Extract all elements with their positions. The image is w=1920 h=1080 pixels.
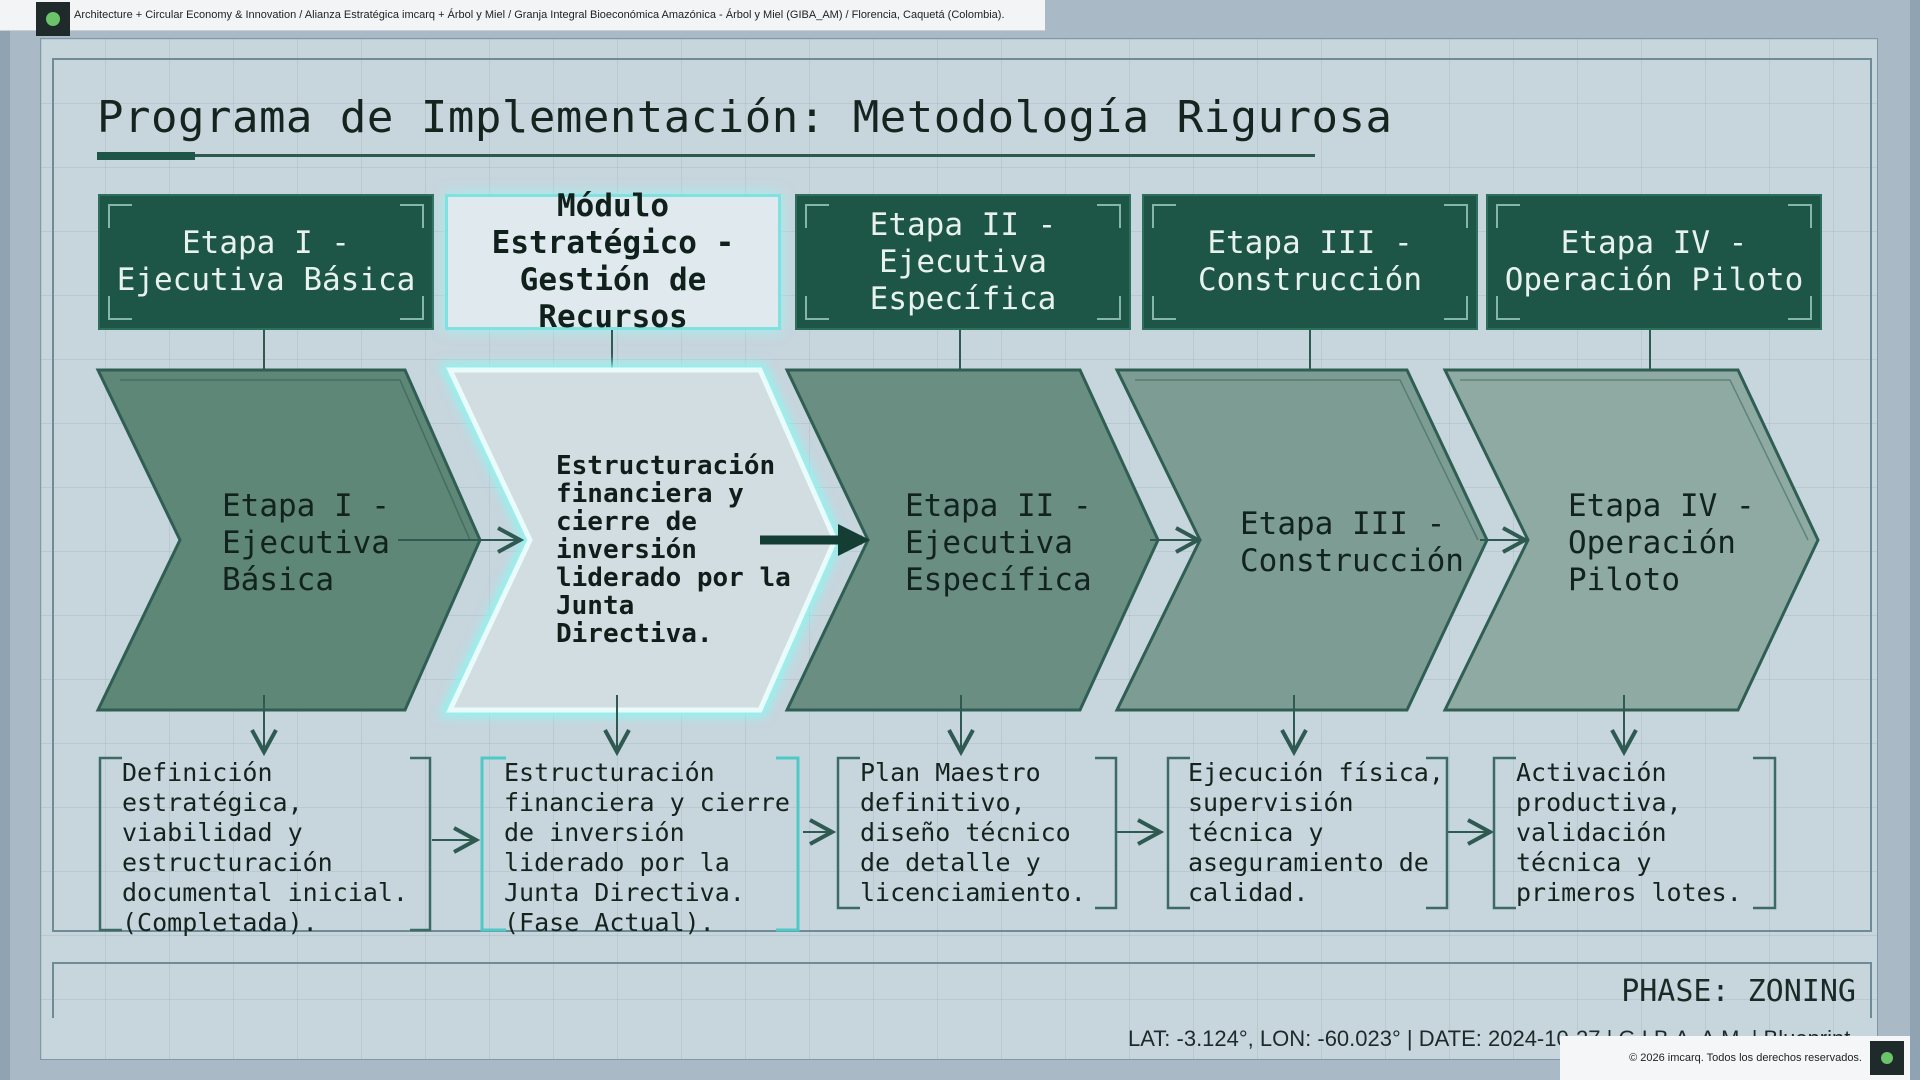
page-title: Programa de Implementación: Metodología …	[97, 92, 1393, 143]
stage-description-1: Definición estratégica, viabilidad y est…	[122, 758, 408, 937]
bottom-panel-line	[52, 962, 1872, 1018]
leaf-logo-icon	[36, 2, 70, 36]
leaf-logo-icon	[1870, 1041, 1904, 1075]
stage-header-1: Etapa I - Ejecutiva Básica	[98, 194, 434, 330]
stage-header-3-label: Etapa II - Ejecutiva Específica	[869, 206, 1057, 317]
title-underline	[97, 154, 1315, 157]
stage-description-3: Plan Maestro definitivo, diseño técnico …	[860, 758, 1086, 907]
phase-label: PHASE: ZONING	[1621, 974, 1856, 1009]
copyright-notice: © 2026 imcarq. Todos los derechos reserv…	[1560, 1036, 1910, 1080]
title-accent	[97, 152, 195, 160]
inner-frame-line	[52, 58, 1872, 932]
stage-header-1-label: Etapa I - Ejecutiva Básica	[116, 225, 416, 298]
chevron-label-3: Etapa II - Ejecutiva Específica	[905, 488, 1092, 598]
stage-header-2: Módulo Estratégico - Gestión de Recursos	[445, 188, 781, 335]
stage-header-5-label: Etapa IV - Operación Piloto	[1504, 225, 1804, 298]
breadcrumb: Architecture + Circular Economy & Innova…	[74, 9, 1005, 21]
stage-header-3: Etapa II - Ejecutiva Específica	[795, 194, 1131, 330]
chevron-label-5: Etapa IV - Operación Piloto	[1568, 488, 1755, 598]
stage-description-4: Ejecución física, supervisión técnica y …	[1188, 758, 1444, 907]
breadcrumb-bar: Architecture + Circular Economy & Innova…	[0, 0, 1045, 36]
stage-header-4-label: Etapa III - Construcción	[1198, 225, 1422, 298]
copyright-text: © 2026 imcarq. Todos los derechos reserv…	[1629, 1052, 1862, 1064]
chevron-label-1: Etapa I - Ejecutiva Básica	[222, 488, 390, 598]
stage-header-2-label: Módulo Estratégico - Gestión de Recursos	[491, 188, 735, 335]
stage-header-5: Etapa IV - Operación Piloto	[1486, 194, 1822, 330]
stage-description-5: Activación productiva, validación técnic…	[1516, 758, 1742, 907]
chevron-label-2: Estructuración financiera y cierre de in…	[556, 451, 791, 649]
stage-header-4: Etapa III - Construcción	[1142, 194, 1478, 330]
chevron-label-4: Etapa III - Construcción	[1240, 506, 1464, 579]
stage-description-2: Estructuración financiera y cierre de in…	[504, 758, 790, 937]
